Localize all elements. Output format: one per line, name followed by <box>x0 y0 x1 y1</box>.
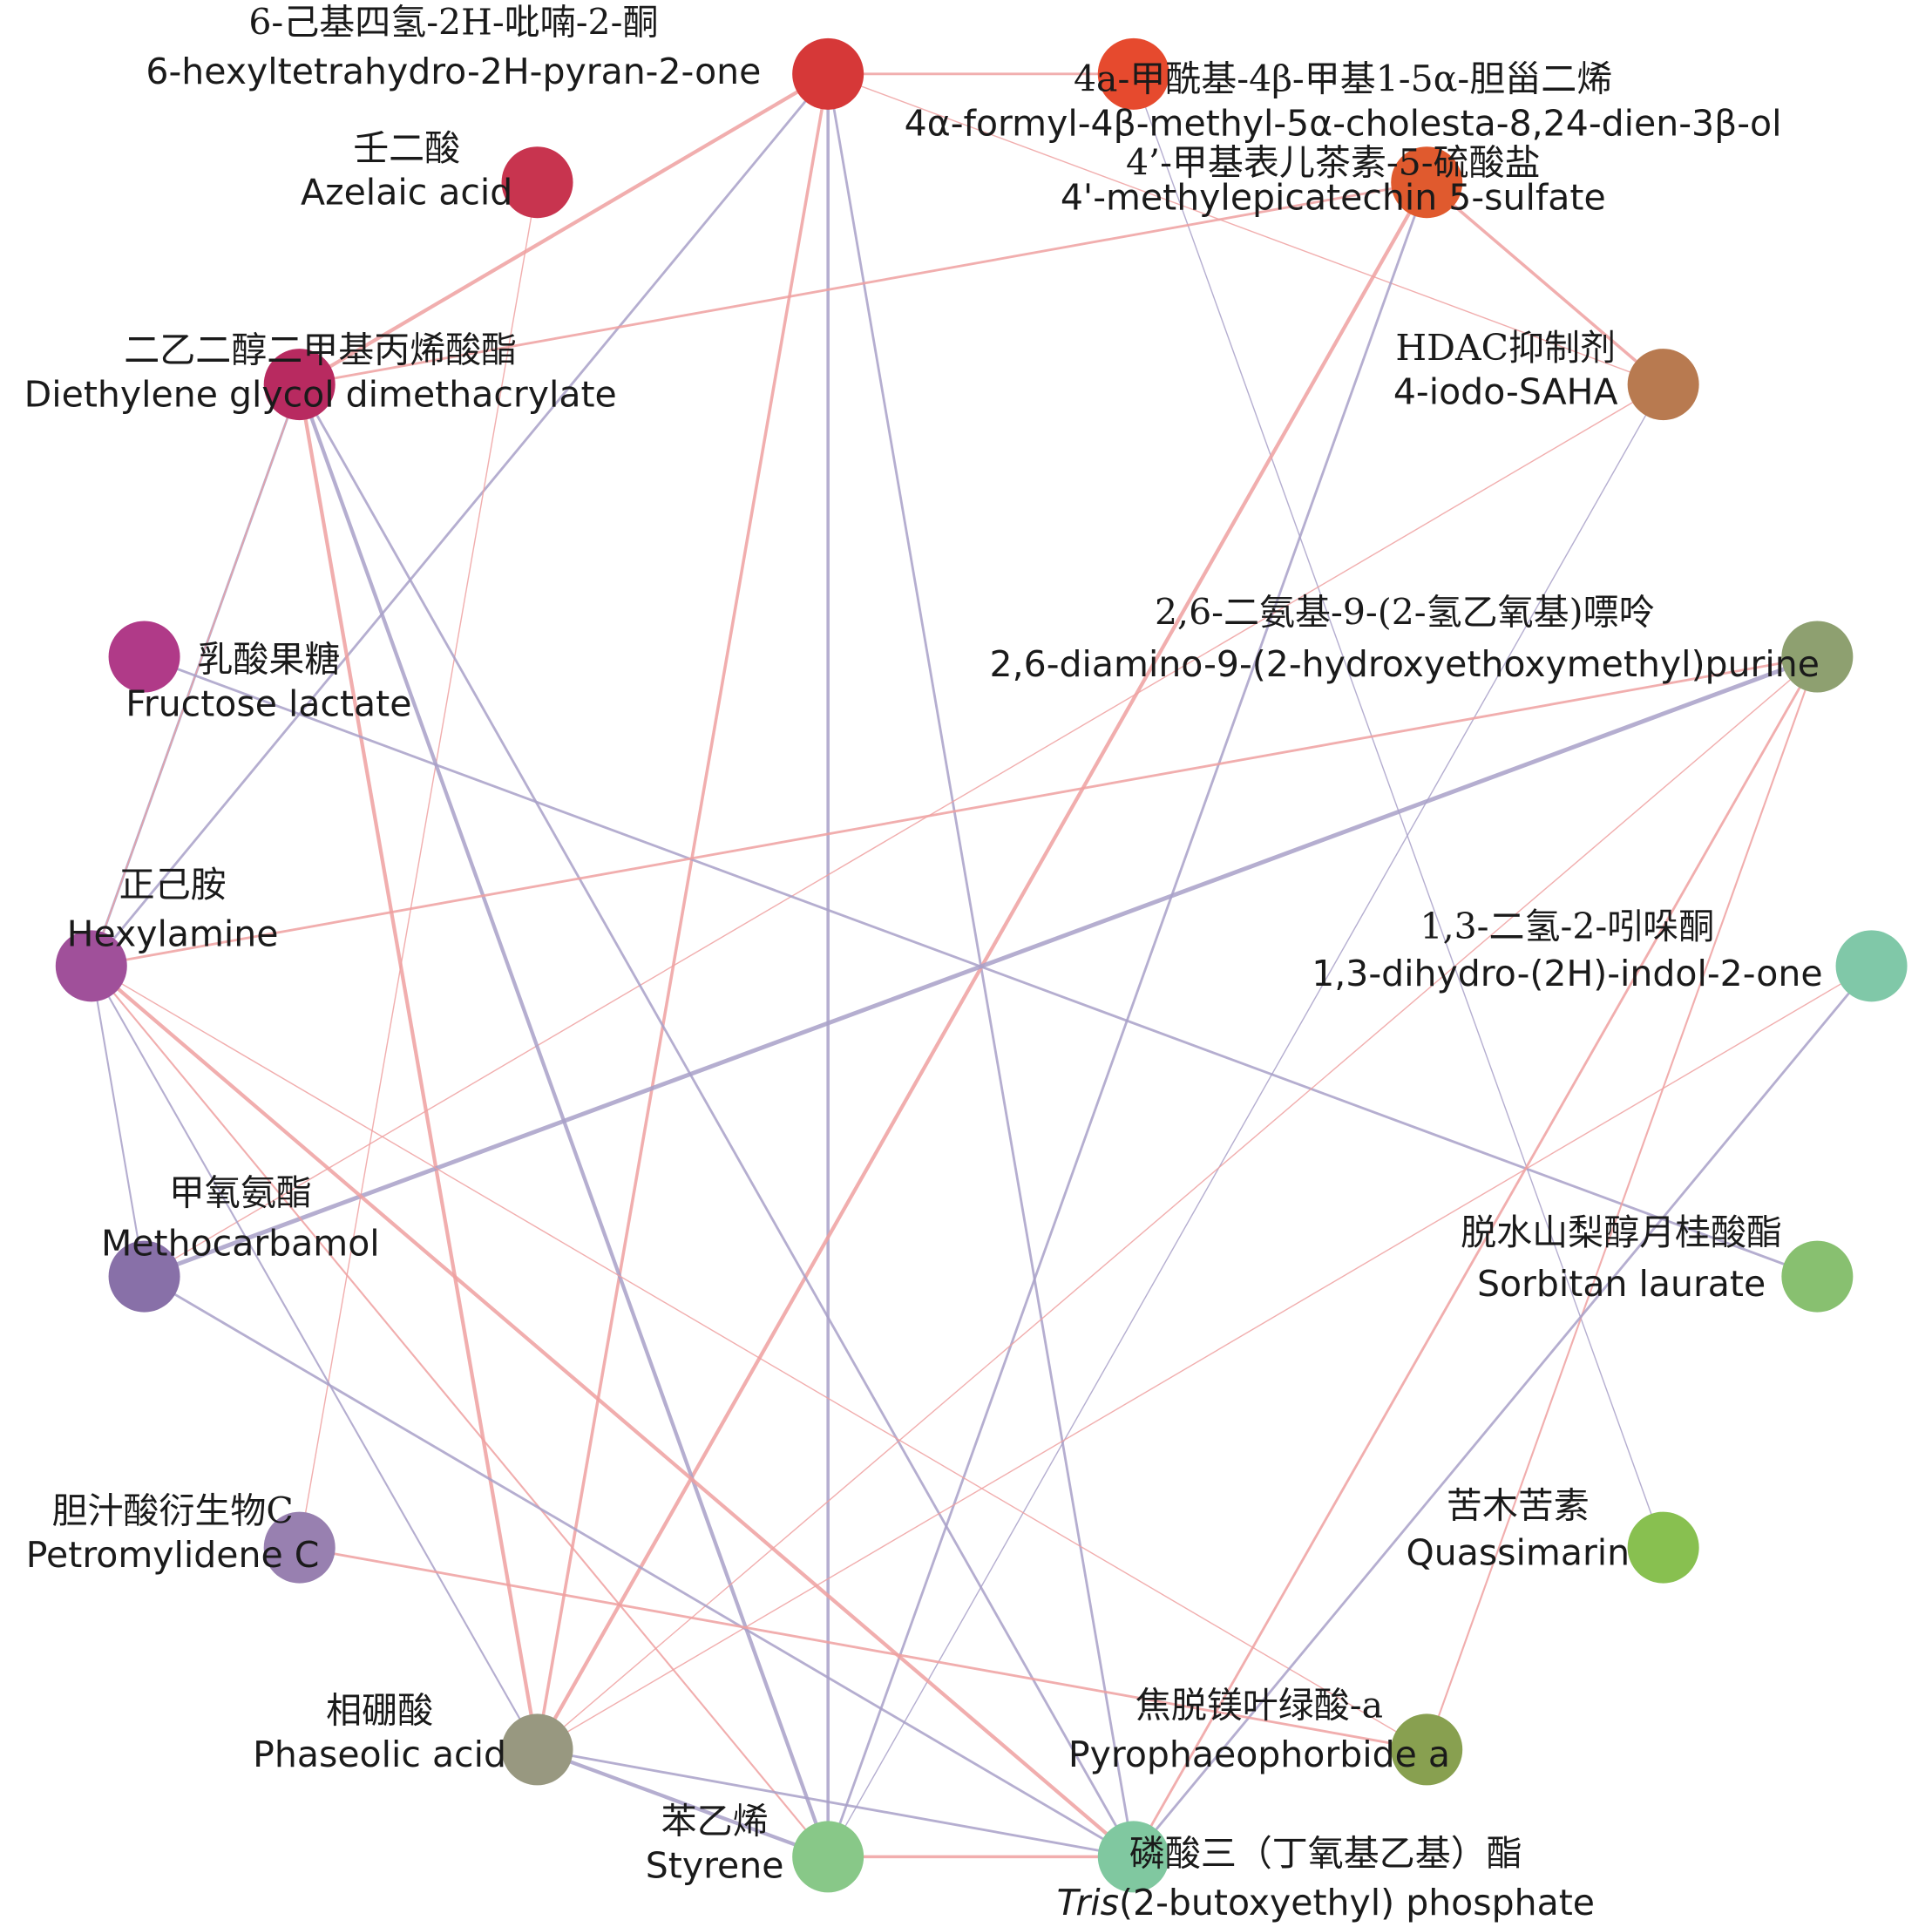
negative-correlation-edge <box>90 72 830 967</box>
positive-correlation-edge <box>299 180 1427 386</box>
node-label-chinese: HDAC抑制剂 <box>1395 327 1616 369</box>
node-label-chinese: 4’-甲基表儿茶素-5-硫酸盐 <box>1126 142 1541 184</box>
metabolite-node[interactable] <box>1097 37 1169 110</box>
node-label-english: Pyrophaeophorbide a <box>1068 1734 1450 1775</box>
node-label-english: Sorbitan laurate <box>1477 1263 1766 1305</box>
negative-correlation-edge <box>827 383 1664 1857</box>
node-label-english: 6-hexyltetrahydro-2H-pyran-2-one <box>146 51 761 92</box>
positive-correlation-edge <box>535 73 830 1750</box>
metabolite-node[interactable] <box>263 1511 336 1584</box>
positive-correlation-edge <box>299 1546 1427 1751</box>
edges-layer <box>90 71 1873 1859</box>
metabolite-node[interactable] <box>1781 621 1854 693</box>
metabolite-node[interactable] <box>1781 1240 1854 1313</box>
node-label-english: Azelaic acid <box>301 172 512 214</box>
positive-correlation-edge <box>1426 656 1819 1750</box>
metabolite-node[interactable] <box>1627 1511 1699 1584</box>
positive-correlation-edge <box>537 655 1818 1750</box>
node-label-english: 4-iodo-SAHA <box>1393 371 1618 413</box>
nodes-layer <box>55 37 1908 1893</box>
node-label-chinese: 相硼酸 <box>326 1689 433 1731</box>
node-label-italic: Tris <box>1057 1882 1119 1924</box>
positive-correlation-edge <box>299 182 539 1548</box>
positive-correlation-edge <box>827 73 1664 385</box>
node-label-chinese: 1,3-二氢-2-吲哚酮 <box>1420 906 1715 947</box>
negative-correlation-edge <box>90 965 539 1750</box>
negative-correlation-edge <box>90 966 146 1277</box>
node-label-chinese: 6-己基四氢-2H-吡喃-2-酮 <box>248 2 658 44</box>
metabolite-node[interactable] <box>792 1821 864 1893</box>
metabolite-node[interactable] <box>1097 1821 1169 1893</box>
metabolite-node[interactable] <box>1391 146 1463 219</box>
node-label-english: Methocarbamol <box>101 1223 380 1265</box>
metabolite-node[interactable] <box>1835 930 1908 1002</box>
metabolite-node[interactable] <box>108 621 180 693</box>
node-label-chinese: 乳酸果糖 <box>197 638 340 680</box>
metabolite-node[interactable] <box>55 930 127 1002</box>
positive-correlation-edge <box>90 965 829 1858</box>
node-label-english: 4'-methylepicatechin 5-sulfate <box>1061 176 1606 218</box>
positive-correlation-edge <box>144 383 1664 1278</box>
node-label-chinese: 2,6-二氨基-9-(2-氢乙氧基)嘌呤 <box>1155 592 1655 634</box>
node-label-rest: (2-butoxyethyl) phosphate <box>1119 1882 1595 1924</box>
node-label-chinese: 苦木苦素 <box>1447 1485 1590 1527</box>
negative-correlation-edge <box>298 383 1135 1858</box>
positive-correlation-edge <box>1426 180 1664 386</box>
metabolite-node[interactable] <box>1627 349 1699 421</box>
node-label-english: Tris(2-butoxyethyl) phosphate <box>1057 1882 1595 1924</box>
node-label-english: 4α-formyl-4β-methyl-5α-cholesta-8,24-die… <box>905 103 1782 145</box>
metabolite-node[interactable] <box>501 146 573 219</box>
node-label-chinese: 正己胺 <box>119 864 227 906</box>
node-label-english: Styrene <box>646 1844 784 1886</box>
positive-correlation-edge <box>537 965 1872 1751</box>
node-label-chinese: 焦脱镁叶绿酸-a <box>1135 1685 1383 1727</box>
positive-correlation-edge <box>297 383 539 1750</box>
metabolite-node[interactable] <box>263 349 336 421</box>
positive-correlation-edge <box>91 965 1427 1751</box>
node-label-chinese: 二乙二醇二甲基丙烯酸酯 <box>124 329 517 371</box>
node-label-english: Hexylamine <box>67 913 279 955</box>
negative-correlation-edge <box>143 655 1819 1279</box>
node-label-english: Fructose lactate <box>125 682 411 724</box>
negative-correlation-edge <box>536 1747 829 1859</box>
node-label-chinese: 4a-甲酰基-4β-甲基1-5α-胆甾二烯 <box>1074 58 1612 100</box>
node-label-chinese: 磷酸三（丁氧基乙基）酯 <box>1129 1832 1522 1874</box>
labels-layer: 6-己基四氢-2H-吡喃-2-酮 6-hexyltetrahydro-2H-pyr… <box>24 2 1823 1924</box>
negative-correlation-edge <box>143 1275 1135 1858</box>
node-label-english: Quassimarin <box>1406 1531 1630 1573</box>
negative-correlation-edge <box>537 1748 1135 1858</box>
node-label-english: 1,3-dihydro-(2H)-indol-2-one <box>1312 953 1822 994</box>
node-label-english: 2,6-diamino-9-(2-hydroxyethoxymethyl)pur… <box>990 643 1820 685</box>
node-label-english: Diethylene glycol dimethacrylate <box>24 374 617 416</box>
node-label-chinese: 壬二酸 <box>353 127 460 169</box>
metabolite-node[interactable] <box>501 1713 573 1786</box>
positive-correlation-edge <box>298 71 830 386</box>
metabolite-node[interactable] <box>792 37 864 110</box>
positive-correlation-edge <box>1132 655 1819 1858</box>
metabolite-node[interactable] <box>1391 1713 1463 1786</box>
node-label-chinese: 甲氧氨酯 <box>169 1172 312 1214</box>
node-label-chinese: 苯乙烯 <box>661 1801 769 1842</box>
metabolite-node[interactable] <box>108 1240 180 1313</box>
negative-correlation-edge <box>1132 965 1873 1858</box>
node-label-english: Phaseolic acid <box>253 1734 506 1775</box>
negative-correlation-edge <box>826 181 1428 1857</box>
positive-correlation-edge <box>91 655 1818 967</box>
node-label-chinese: 胆汁酸衍生物C <box>51 1489 293 1531</box>
positive-correlation-edge <box>90 964 1135 1859</box>
node-label-english: Petromylidene C <box>26 1534 320 1576</box>
node-label-chinese: 脱水山梨醇月桂酸酯 <box>1461 1211 1782 1253</box>
